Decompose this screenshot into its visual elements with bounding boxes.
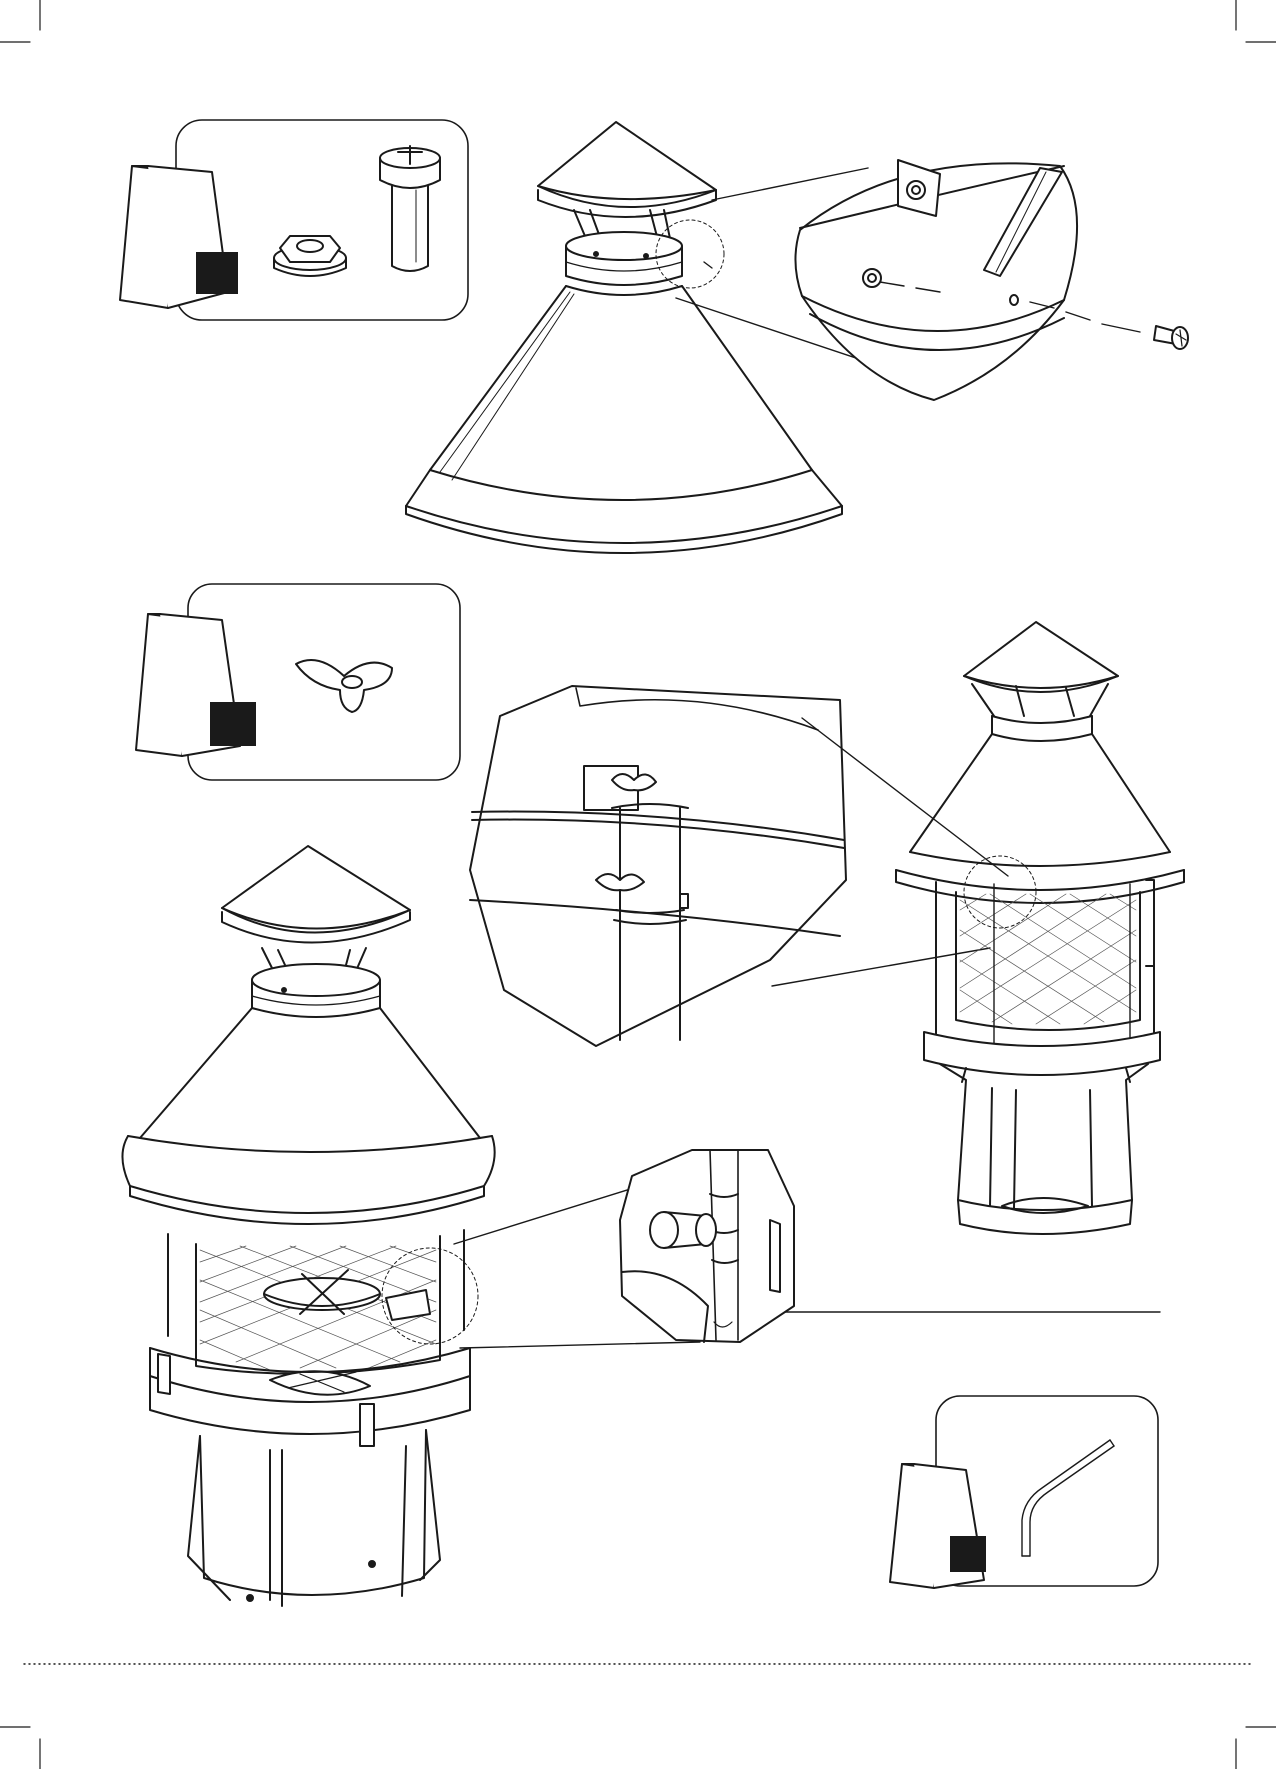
bag-tag — [196, 252, 238, 294]
parts-box-wing-nut — [136, 584, 460, 780]
parts-bag-icon — [890, 1464, 986, 1588]
assembled-hood-on-body-rear — [896, 622, 1184, 1234]
door-hinge-pin-detail — [620, 1150, 794, 1342]
bolt-icon — [380, 146, 440, 271]
cap-bolt-icon — [1154, 326, 1188, 349]
cap-bolt-detail — [795, 160, 1188, 400]
wing-nut-hinge-detail — [470, 686, 846, 1046]
wing-nut-icon — [296, 660, 392, 712]
parts-box-hex-key — [890, 1396, 1158, 1588]
parts-bag-icon — [120, 166, 238, 308]
parts-bag-icon — [136, 614, 256, 756]
parts-box-bolt-nut — [120, 120, 468, 320]
bag-tag — [950, 1536, 986, 1572]
assembled-fireplace-front — [122, 846, 494, 1606]
bag-tag — [210, 702, 256, 746]
hex-nut-icon — [274, 236, 346, 276]
mesh-screen — [960, 894, 1136, 1024]
hex-key-icon — [1022, 1440, 1114, 1556]
